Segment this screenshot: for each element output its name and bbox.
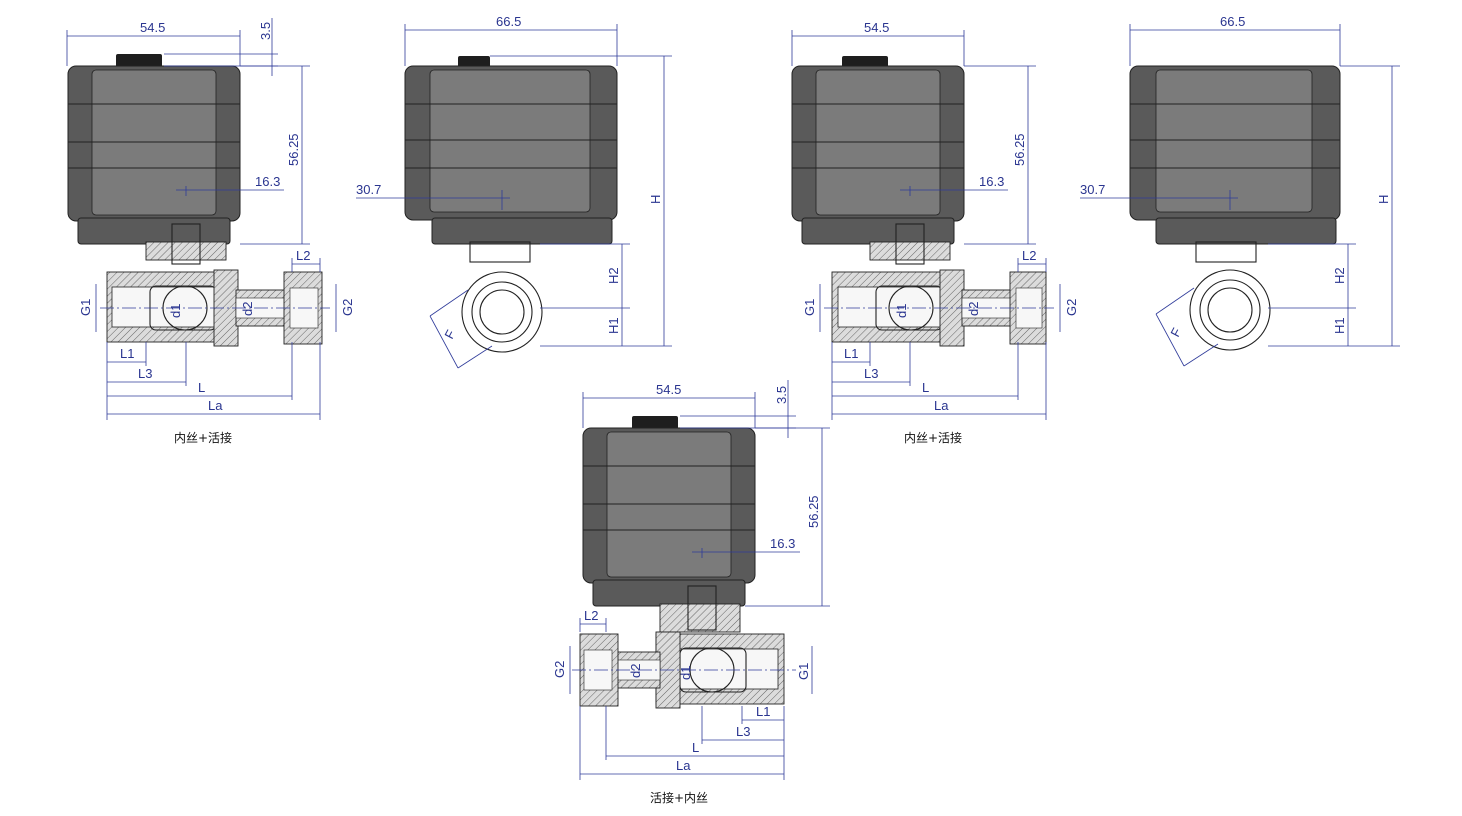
dim-offset-2: 16.3: [979, 174, 1004, 189]
dim-knob: 3.5: [258, 22, 273, 40]
dim-knob-3: 3.5: [774, 386, 789, 404]
dim-height: 56.25: [286, 133, 301, 166]
dim-g1-3: G1: [796, 663, 811, 680]
dim-d1: d1: [168, 304, 183, 318]
dim-side-offset-1: 30.7: [356, 182, 381, 197]
dim-d2-3: d2: [628, 664, 643, 678]
dim-d2: d2: [240, 302, 255, 316]
dim-h2-1: H2: [606, 267, 621, 284]
dim-g2-3: G2: [552, 661, 567, 678]
caption-female-union-1: 内丝+活接: [174, 430, 232, 445]
dim-la: La: [208, 398, 223, 413]
dim-la-2: La: [934, 398, 949, 413]
dim-width-3: 54.5: [656, 382, 681, 397]
dim-width-alt-1: 66.5: [496, 14, 521, 29]
dim-l3: L3: [138, 366, 152, 381]
dim-h-1: H: [648, 195, 663, 204]
caption-union-female: 活接+内丝: [650, 790, 708, 805]
dim-d2-2: d2: [966, 302, 981, 316]
knob: [116, 54, 162, 68]
dim-offset: 16.3: [255, 174, 280, 189]
dim-h-2: H: [1376, 195, 1391, 204]
dim-h1-1: H1: [606, 317, 621, 334]
dim-l3-2: L3: [864, 366, 878, 381]
dim-g1-2: G1: [802, 299, 817, 316]
view-front-section-3: 54.5 3.5 56.25 16.3 G2 G1 d2 d1 L2 L1 L3…: [552, 380, 830, 805]
dim-h2-2: H2: [1332, 267, 1347, 284]
dim-l-3: L: [692, 740, 699, 755]
dim-side-offset-2: 30.7: [1080, 182, 1105, 197]
dim-g2-2: G2: [1064, 299, 1079, 316]
dim-width: 54.5: [140, 20, 165, 35]
view-side-2: 66.5 H H2 H1 30.7 F: [1080, 14, 1400, 367]
dim-f-2: F: [1167, 325, 1184, 339]
dim-l2-3: L2: [584, 608, 598, 623]
dim-d1-3: d1: [678, 666, 693, 680]
dim-offset-3: 16.3: [770, 536, 795, 551]
dim-l3-3: L3: [736, 724, 750, 739]
dim-g2: G2: [340, 299, 355, 316]
dim-width-2: 54.5: [864, 20, 889, 35]
dim-height-2: 56.25: [1012, 133, 1027, 166]
view-front-section-2: 54.5 56.25 16.3 G1 G2 d1 d2 L2 L1 L3 L L…: [791, 20, 1079, 445]
dim-width-alt-2: 66.5: [1220, 14, 1245, 29]
dim-height-3: 56.25: [806, 495, 821, 528]
view-side-1: 66.5 H H2 H1 30.7 F: [356, 14, 672, 369]
dim-l1: L1: [120, 346, 134, 361]
dim-h1-2: H1: [1332, 317, 1347, 334]
dim-l: L: [198, 380, 205, 395]
dim-l2: L2: [296, 248, 310, 263]
dim-g1: G1: [78, 299, 93, 316]
dim-f-1: F: [441, 327, 458, 341]
dim-l2-2: L2: [1022, 248, 1036, 263]
view-front-section-1: 54.5 3.5 56.25 16.3 G1 G2 d1 d2 L2 L1 L3…: [66, 18, 355, 445]
dim-l1-3: L1: [756, 704, 770, 719]
caption-female-union-2: 内丝+活接: [904, 430, 962, 445]
dim-l-2: L: [922, 380, 929, 395]
dim-d1-2: d1: [894, 304, 909, 318]
dim-la-3: La: [676, 758, 691, 773]
dim-l1-2: L1: [844, 346, 858, 361]
